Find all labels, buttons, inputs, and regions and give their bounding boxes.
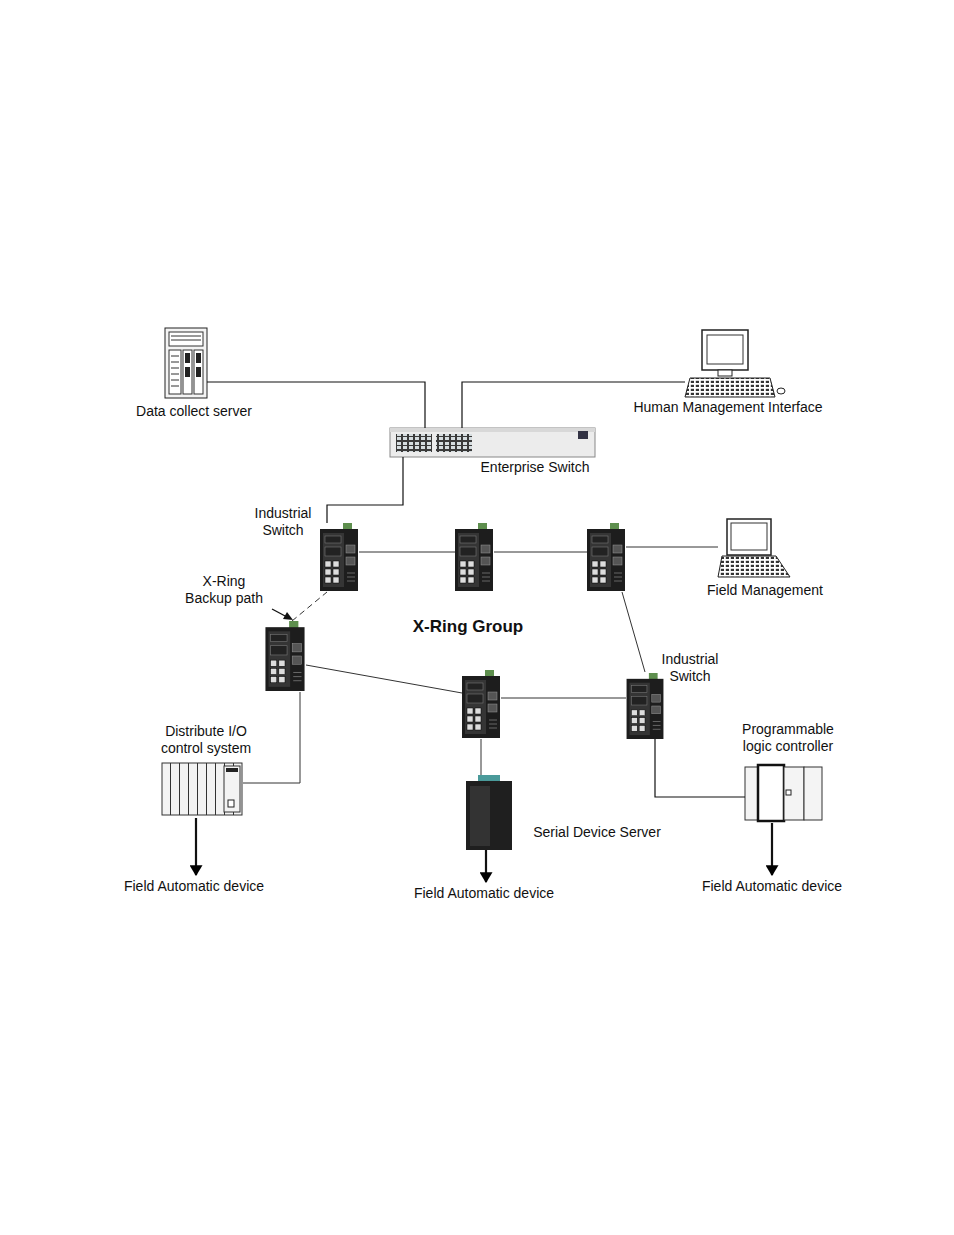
network-link — [655, 739, 745, 797]
server-icon — [165, 328, 207, 398]
industrial-switch: Industrial Switch — [626, 673, 664, 739]
laptop-link — [626, 547, 718, 548]
serial-server: Serial Device Server — [466, 775, 512, 850]
signal-arrow — [485, 850, 487, 882]
signal-arrow — [195, 818, 197, 875]
plc-icon — [745, 765, 822, 821]
laptop-icon — [718, 519, 790, 577]
computer-node: Human Management Interface — [685, 330, 782, 398]
field-device: Field Automatic device — [121, 877, 267, 895]
signal-arrow — [771, 823, 773, 875]
ring-link — [306, 665, 462, 693]
industrial-switch — [462, 670, 500, 738]
node-label: Field Automatic device — [702, 878, 842, 894]
laptop-node: Field Management — [718, 518, 790, 578]
serial-link — [481, 739, 482, 775]
group-title: X-Ring Group — [413, 617, 523, 637]
industrial-switch — [627, 673, 664, 739]
server-node: Data collect server — [165, 328, 207, 398]
ring-link — [359, 552, 455, 553]
industrial-switch — [265, 621, 304, 691]
industrial-switch — [320, 523, 358, 591]
node-label: Human Management Interface — [633, 399, 822, 416]
backup-path — [292, 592, 327, 621]
node-label: Field Management — [707, 582, 823, 599]
io-link — [243, 692, 300, 783]
io-rack-icon — [162, 763, 242, 815]
io-system: Distribute I/O control system — [162, 763, 242, 815]
node-label: Industrial Switch — [246, 505, 320, 539]
industrial-switch: Industrial Switch — [320, 523, 358, 591]
industrial-switch — [587, 523, 625, 591]
node-label: Field Automatic device — [124, 878, 264, 894]
field-device: Field Automatic device — [699, 877, 845, 895]
field-device: Field Automatic device — [411, 884, 557, 902]
leader-arrow — [272, 609, 293, 620]
enterprise-switch-icon — [390, 428, 595, 457]
plc-node: Programmable logic controller — [745, 765, 822, 821]
node-label: Field Automatic device — [414, 885, 554, 901]
node-label: Serial Device Server — [533, 824, 661, 841]
node-label: Enterprise Switch — [481, 459, 590, 476]
node-label: Data collect server — [136, 403, 252, 420]
industrial-switch — [455, 523, 493, 591]
enterprise-switch: Enterprise Switch — [390, 428, 595, 457]
node-label: Programmable logic controller — [731, 721, 845, 755]
computer-icon — [685, 330, 785, 397]
network-link — [327, 457, 403, 523]
ring-link — [622, 592, 645, 672]
ring-link — [494, 552, 587, 553]
callout-label: X-Ring Backup path — [179, 573, 269, 607]
ring-link — [501, 698, 626, 699]
node-label: Industrial Switch — [653, 651, 727, 685]
serial-server-icon — [466, 775, 512, 850]
node-label: Distribute I/O control system — [153, 723, 259, 757]
